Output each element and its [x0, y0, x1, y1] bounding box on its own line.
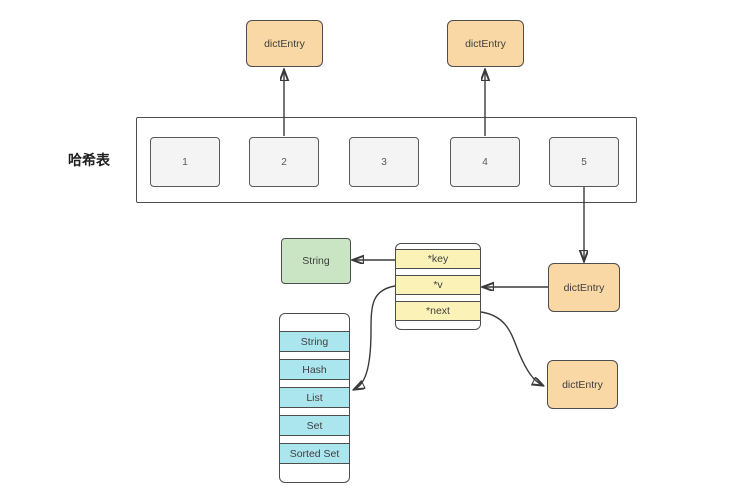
- value-type-hash: Hash: [280, 359, 349, 380]
- dictentry-box-middle: dictEntry: [548, 263, 620, 312]
- entry-field-key: *key: [396, 249, 480, 269]
- arrow-v-field-to-value-types: [355, 285, 396, 389]
- dictentry-box-top-2: dictEntry: [447, 20, 524, 67]
- dictentry-box-top-1: dictEntry: [246, 20, 323, 67]
- hash-slot-1-label: 1: [182, 156, 188, 168]
- hash-slot-1: 1: [150, 137, 220, 187]
- value-type-list: List: [280, 387, 349, 408]
- hash-slot-5: 5: [549, 137, 619, 187]
- hash-slot-4: 4: [450, 137, 520, 187]
- hash-table-label: 哈希表: [68, 152, 110, 168]
- dictentry-top-1-label: dictEntry: [264, 37, 305, 50]
- hash-slot-2-label: 2: [281, 156, 287, 168]
- value-type-sortedset: Sorted Set: [280, 443, 349, 464]
- key-string-box: String: [281, 238, 351, 284]
- hash-slot-2: 2: [249, 137, 319, 187]
- hash-slot-3: 3: [349, 137, 419, 187]
- dictentry-top-2-label: dictEntry: [465, 37, 506, 50]
- key-string-label: String: [302, 255, 330, 267]
- value-types-box: String Hash List Set Sorted Set: [279, 313, 350, 483]
- dictentry-bottom-label: dictEntry: [562, 378, 603, 391]
- arrow-next-field-to-dictentry-bottom: [480, 311, 542, 385]
- value-type-set: Set: [280, 415, 349, 436]
- hash-slot-4-label: 4: [482, 156, 488, 168]
- entry-field-v: *v: [396, 275, 480, 295]
- value-type-string: String: [280, 331, 349, 352]
- entry-field-next: *next: [396, 301, 480, 321]
- hash-slot-5-label: 5: [581, 156, 587, 168]
- dictentry-middle-label: dictEntry: [563, 281, 605, 294]
- hash-slot-3-label: 3: [381, 156, 387, 168]
- entry-struct-box: *key *v *next: [395, 243, 481, 330]
- dictentry-box-bottom: dictEntry: [547, 360, 618, 409]
